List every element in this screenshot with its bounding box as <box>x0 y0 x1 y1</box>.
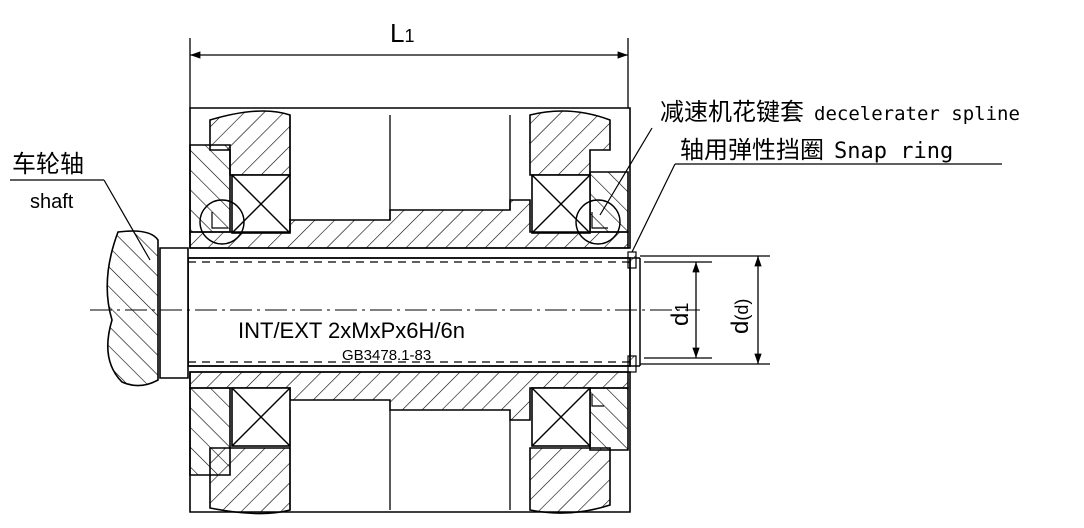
length-dimension <box>189 38 629 108</box>
upper-sleeve <box>189 107 631 249</box>
spline-designation: INT/EXT 2xMxPx6H/6n <box>238 318 465 343</box>
outer-diameter-label: d(d) <box>727 299 754 334</box>
shaft-body <box>90 230 700 387</box>
spline-standard: GB3478.1-83 <box>342 347 431 364</box>
lower-sleeve <box>189 371 631 515</box>
reducer-label: 减速机花键套 decelerater spline <box>660 98 1020 126</box>
length-label: L1 <box>390 18 414 48</box>
inner-diameter-label: d1 <box>667 303 694 326</box>
diameter-dimensions <box>640 255 770 365</box>
shaft-label-en: shaft <box>30 191 74 213</box>
snap-ring-label: 轴用弹性挡圈 Snap ring <box>680 136 953 164</box>
shaft-label-cn: 车轮轴 <box>12 150 84 178</box>
leader-lines <box>10 127 1002 261</box>
